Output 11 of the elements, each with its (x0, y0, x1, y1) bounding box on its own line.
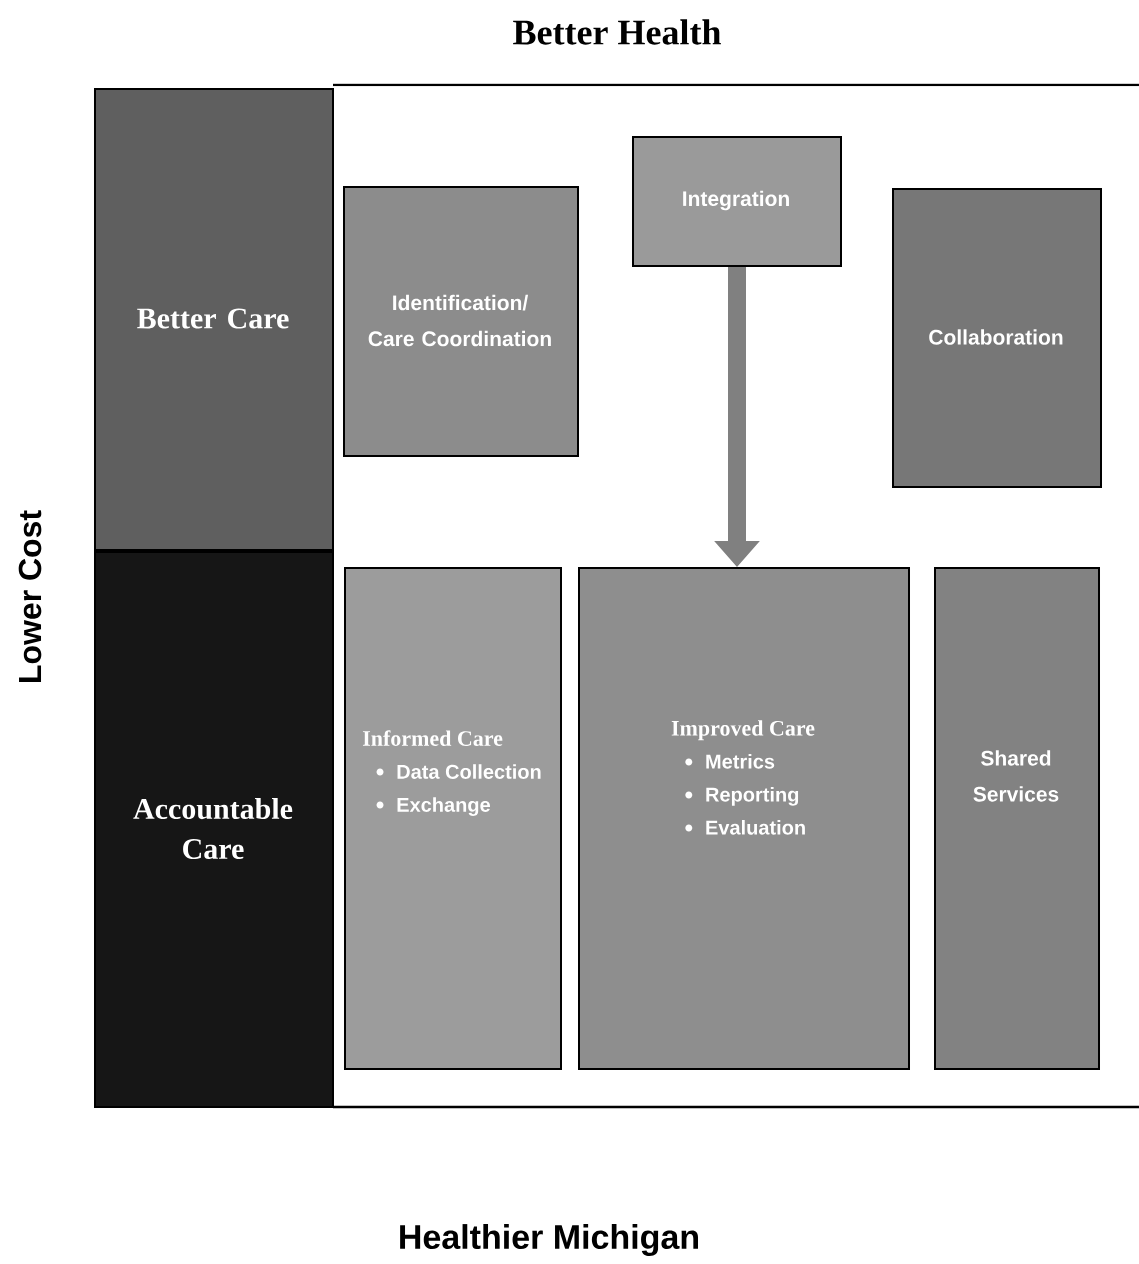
process-box: Improved Care Metrics Reporting Evaluation (578, 567, 910, 1070)
process-box: Identification/ Care Coordination (343, 186, 579, 457)
process-box: Informed Care Data Collection Exchange (344, 567, 562, 1070)
process-box: Shared Services (934, 567, 1100, 1070)
axis-label: Lower Cost (18, 510, 42, 682)
category-band: Better Care (94, 88, 334, 551)
category-band: Accountable Care (94, 551, 334, 1108)
process-box: Integration (632, 136, 842, 267)
process-box: Collaboration (892, 188, 1102, 488)
axis-label: Healthier Michigan (400, 1224, 698, 1256)
title: Better Health (513, 19, 721, 45)
